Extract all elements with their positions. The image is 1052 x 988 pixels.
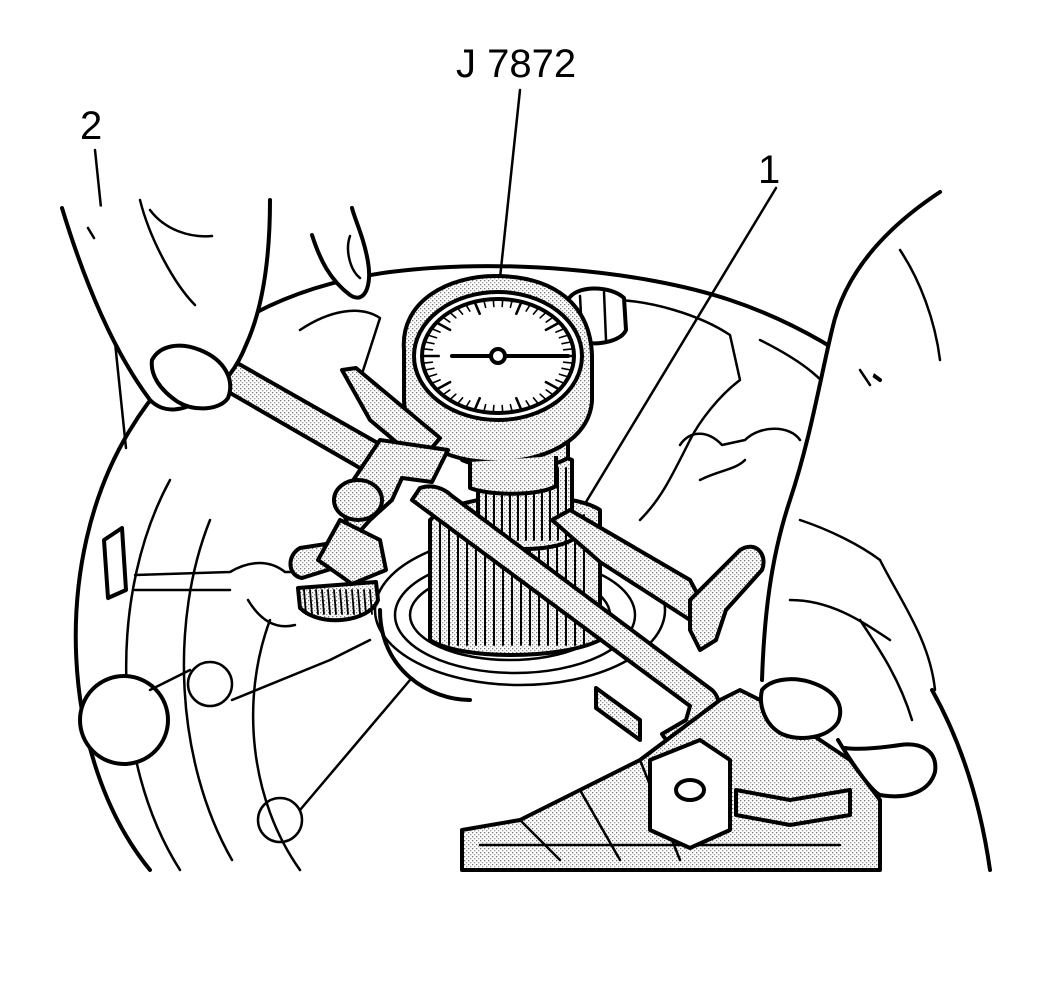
technician-left-hand — [60, 198, 371, 412]
transmission-housing — [73, 264, 992, 872]
callout-2-label: 2 — [80, 104, 103, 148]
technician-right-hand — [759, 190, 942, 799]
tool-callout-label: J 7872 — [456, 42, 577, 86]
callout-1-label: 1 — [758, 148, 781, 192]
dial-indicator — [401, 274, 594, 496]
leader-tool — [498, 88, 522, 280]
leader-item-1 — [558, 186, 778, 547]
lower-bracket — [460, 686, 882, 872]
